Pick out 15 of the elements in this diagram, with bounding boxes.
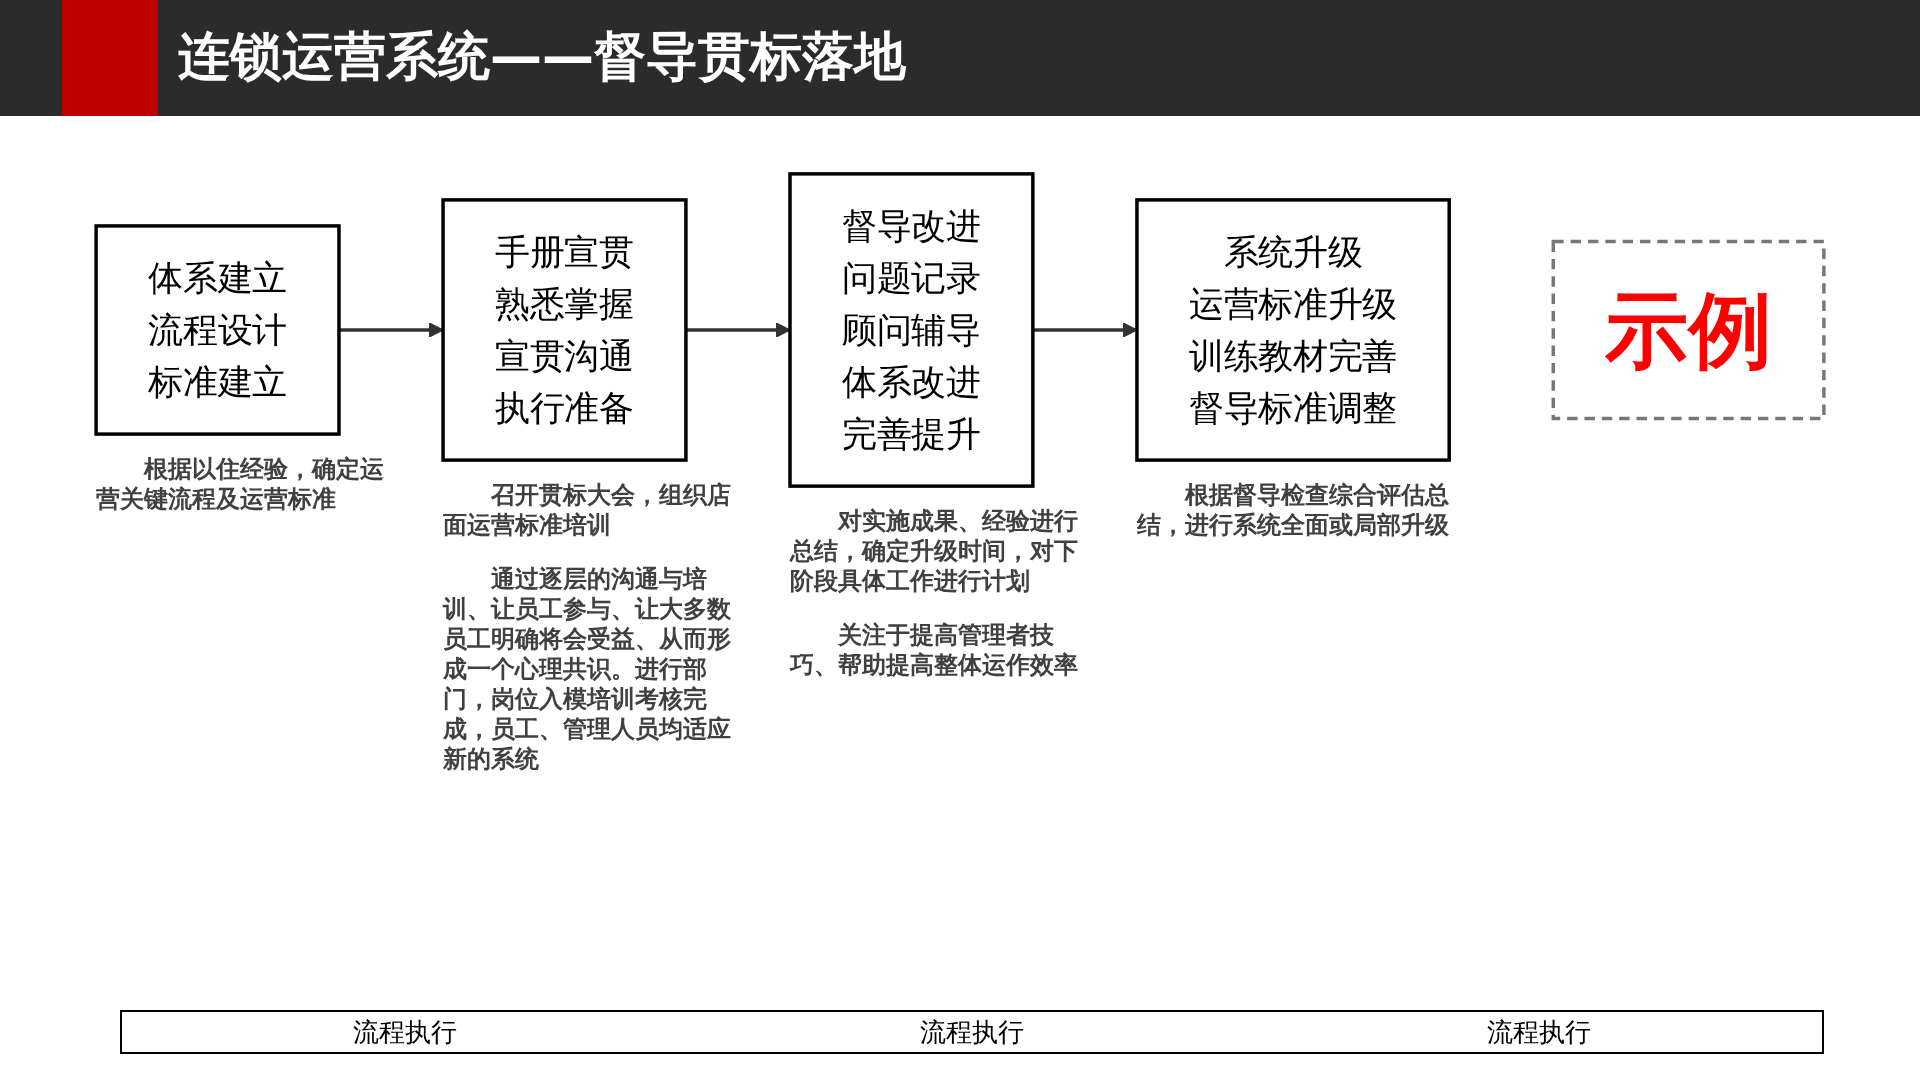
- description-text: 根据督导检查综合评估总结，进行系统全面或局部升级: [1137, 480, 1449, 540]
- description-text: 根据以住经验，确定运营关键流程及运营标准: [96, 454, 385, 514]
- node-box: 示例: [1551, 239, 1826, 421]
- description-text: 对实施成果、经验进行总结，确定升级时间，对下阶段具体工作进行计划: [790, 506, 1079, 596]
- node-box: 督导改进 问题记录 顾问辅导 体系改进 完善提升: [788, 172, 1035, 488]
- node-box: 手册宣贯 熟悉掌握 宣贯沟通 执行准备: [441, 198, 688, 462]
- band-label: 流程执行: [1486, 1015, 1591, 1049]
- description-text: 关注于提高管理者技巧、帮助提高整体运作效率: [790, 620, 1079, 680]
- description-text: 召开贯标大会，组织店面运营标准培训: [443, 480, 732, 540]
- description-text: 通过逐层的沟通与培训、让员工参与、让大多数员工明确将会受益、从而形成一个心理共识。进行部门，岗位入模培训考核完成，员工、管理人员均适应新的系统: [443, 564, 732, 774]
- band-label: 流程执行: [920, 1015, 1024, 1049]
- band-label: 流程执行: [353, 1015, 458, 1049]
- node-box: 系统升级 运营标准升级 训练教材完善 督导标准调整: [1135, 198, 1451, 462]
- node-box: 体系建立 流程设计 标准建立: [94, 224, 341, 436]
- title: 连锁运营系统——督导贯标落地: [178, 25, 906, 88]
